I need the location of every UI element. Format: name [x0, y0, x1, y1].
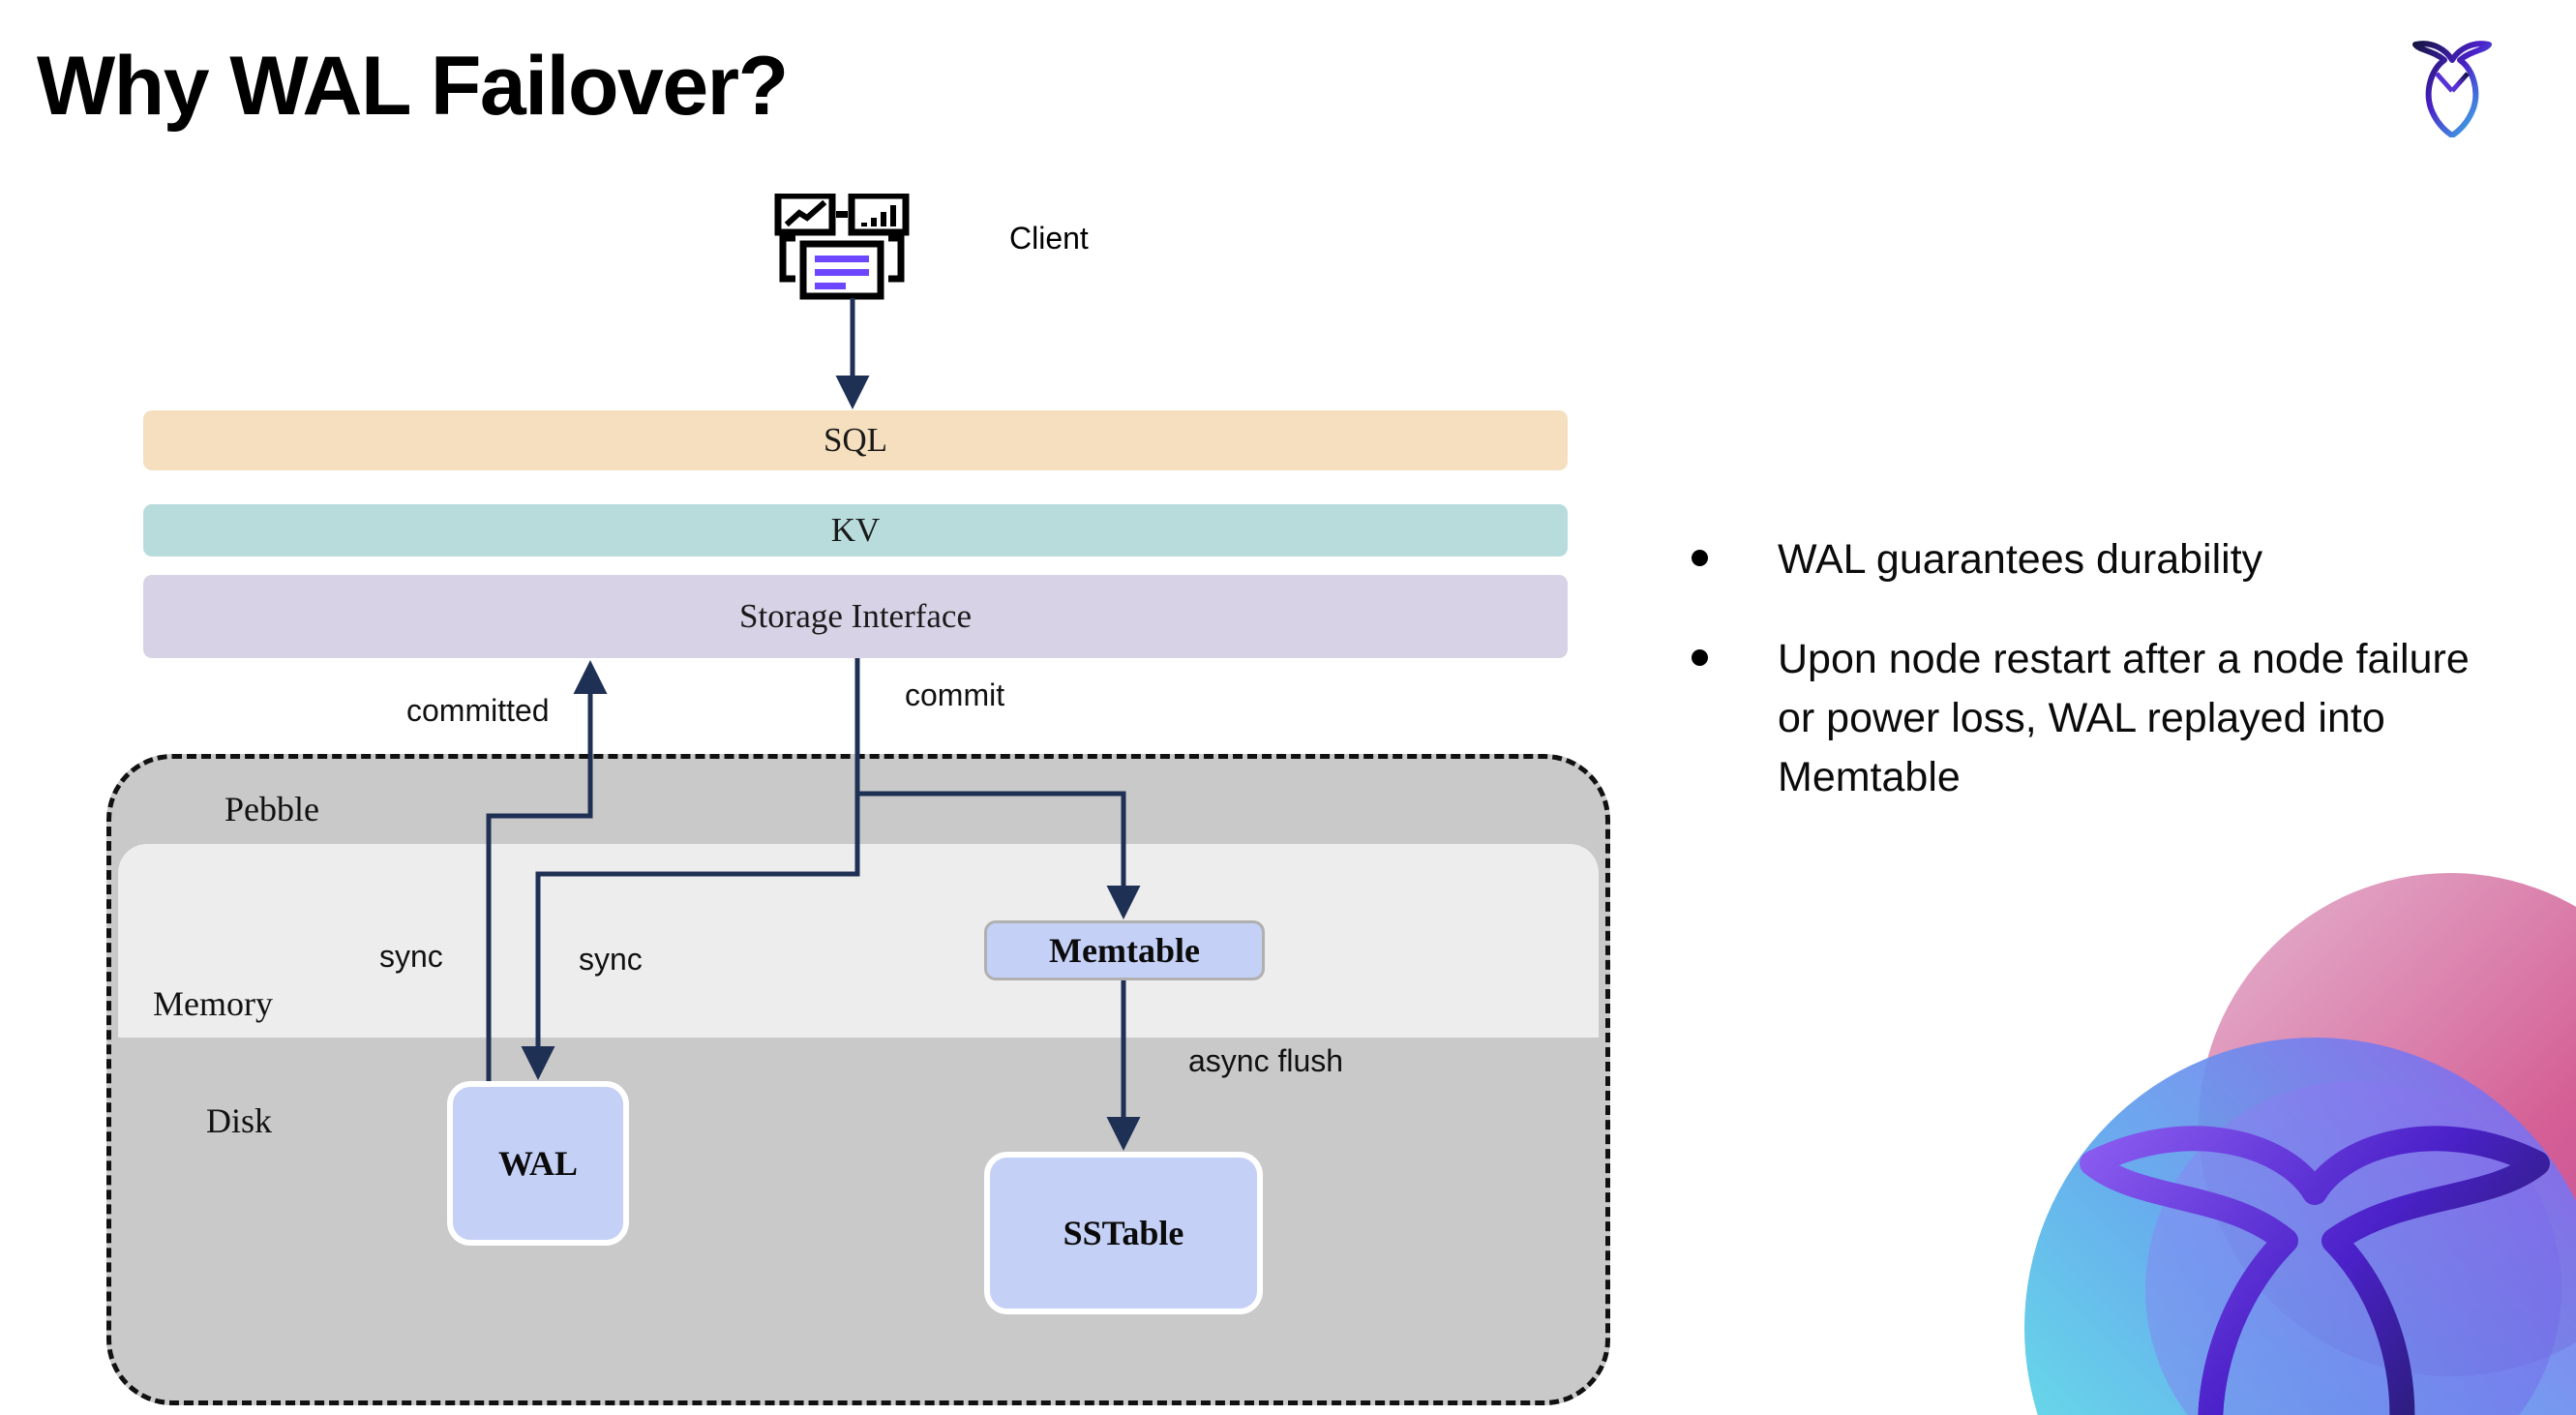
pebble-label: Pebble	[225, 790, 319, 828]
bullet-list: WAL guarantees durability Upon node rest…	[1692, 530, 2485, 848]
layer-bar-kv: KV	[143, 504, 1568, 557]
layer-label-kv: KV	[830, 511, 881, 549]
node-label-memtable: Memtable	[1049, 931, 1200, 970]
node-label-sstable: SSTable	[1063, 1214, 1184, 1252]
bullet-dot-icon	[1692, 649, 1708, 667]
layer-bar-sql: SQL	[143, 410, 1568, 470]
bullet-text: Upon node restart after a node failure o…	[1778, 636, 2470, 801]
edge-label-sync-right: sync	[579, 942, 643, 977]
page-title: Why WAL Failover?	[37, 40, 789, 133]
bullet-text: WAL guarantees durability	[1778, 536, 2263, 583]
layer-label-sql: SQL	[823, 421, 888, 459]
client-label: Client	[1009, 221, 1089, 256]
node-label-wal: WAL	[497, 1144, 579, 1183]
layer-bar-storage-interface: Storage Interface	[143, 575, 1568, 658]
edge-label-async-flush: async flush	[1188, 1043, 1344, 1078]
node-sstable: SSTable	[984, 1152, 1263, 1314]
bullet-dot-icon	[1692, 550, 1708, 566]
client-dashboard-icon	[774, 192, 929, 300]
node-wal: WAL	[447, 1081, 629, 1246]
edge-label-commit: commit	[905, 677, 1005, 712]
list-item: WAL guarantees durability	[1692, 530, 2485, 589]
layer-label-storage-interface: Storage Interface	[739, 597, 972, 635]
memory-label: Memory	[153, 984, 273, 1023]
list-item: Upon node restart after a node failure o…	[1692, 630, 2485, 807]
edge-label-sync-left: sync	[379, 939, 443, 974]
memory-region	[118, 844, 1599, 1038]
node-memtable: Memtable	[984, 920, 1265, 980]
edge-label-committed: committed	[406, 693, 550, 728]
disk-label: Disk	[206, 1101, 273, 1140]
cockroachdb-watermark-icon	[1899, 873, 2576, 1415]
cockroachdb-logo-icon	[2404, 31, 2501, 138]
